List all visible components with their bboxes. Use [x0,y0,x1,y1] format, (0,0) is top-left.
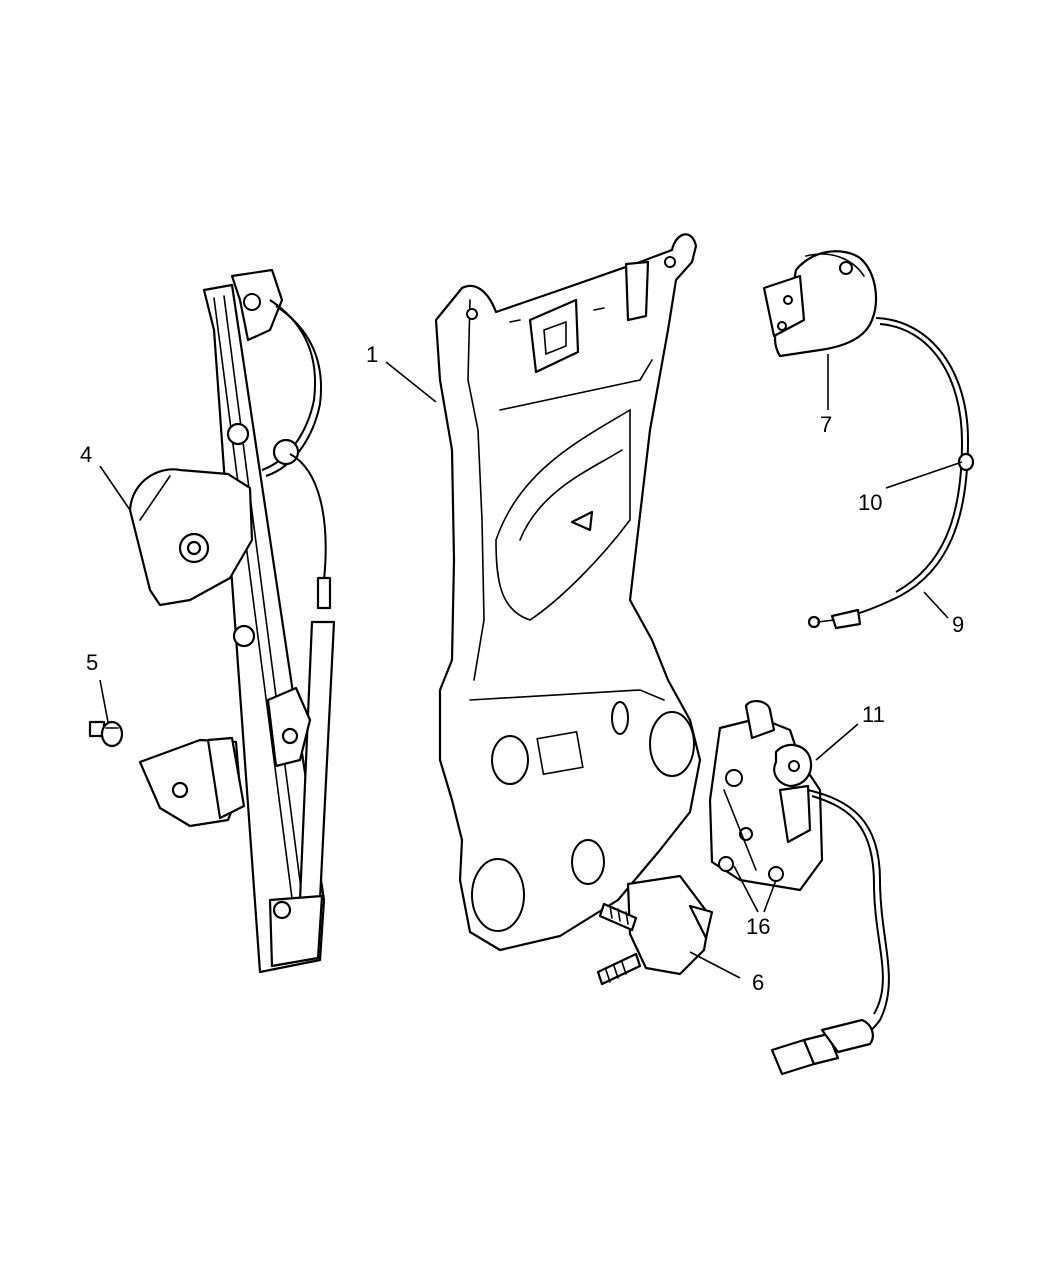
door-carrier-panel [434,233,702,952]
wiring-harness [770,789,890,1076]
bolt-5 [88,720,124,748]
cable-9 [807,317,970,630]
callout-5: 5 [86,650,98,675]
cable-clip-10 [957,452,975,472]
stud-bracket-6 [596,874,714,986]
callout-10: 10 [858,490,882,515]
callout-6: 6 [752,970,764,995]
door-latch-16 [708,700,824,892]
leader-lines [99,354,963,979]
callout-11: 11 [862,702,885,727]
window-regulator [128,268,336,974]
callout-9: 9 [952,612,964,637]
callout-4: 4 [80,442,92,467]
callout-16: 16 [746,914,770,939]
callout-7: 7 [820,412,832,437]
latch-actuator-7 [762,250,878,358]
callout-labels: 1 4 5 6 7 9 10 11 16 [80,342,964,995]
callout-1: 1 [366,342,378,367]
